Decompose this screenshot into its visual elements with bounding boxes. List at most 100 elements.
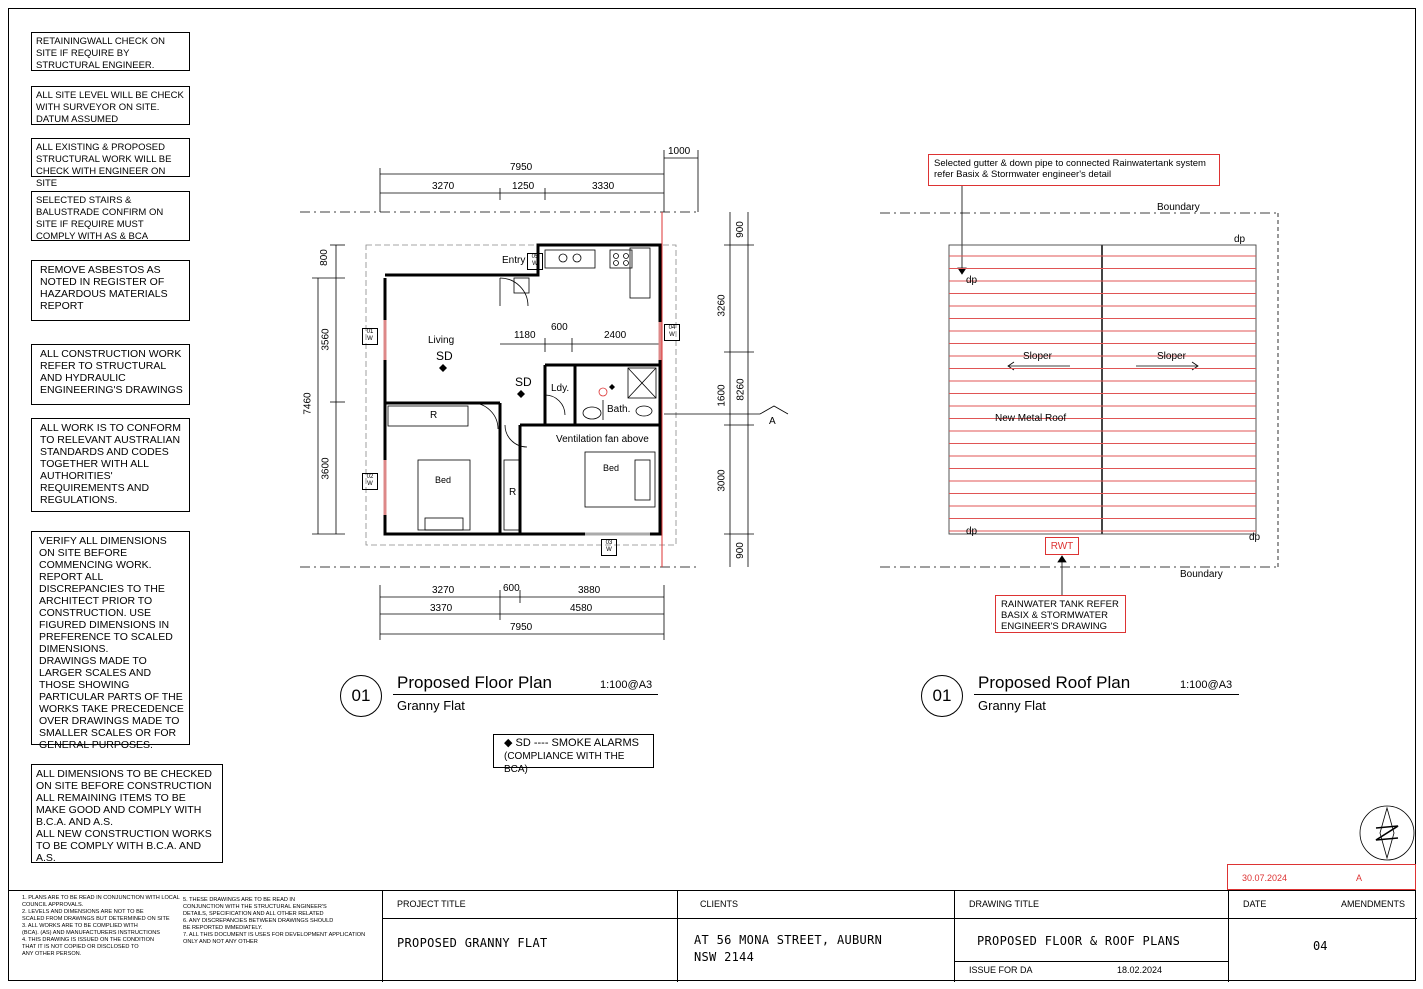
smoke-alarm-legend: ◆ SD ---- SMOKE ALARMS (COMPLIANCE WITH …: [493, 734, 654, 775]
general-notes-right: 5. THESE DRAWINGS ARE TO BE READ IN CONJ…: [183, 897, 366, 945]
roof-plan-number: 01: [921, 675, 963, 717]
issue-label: ISSUE FOR DA: [969, 965, 1033, 975]
boundary-bottom-label: Boundary: [1180, 569, 1223, 580]
room-bed-1: Bed: [435, 475, 452, 485]
dim-internal-a: 1180: [514, 330, 536, 341]
roof-plan-drawing: [880, 186, 1280, 596]
title-block: 1. PLANS ARE TO BE READ IN CONJUNCTION W…: [8, 890, 1417, 982]
north-arrow-icon: [1359, 805, 1415, 861]
amendments-head: AMENDMENTS: [1341, 899, 1406, 909]
client-address-line2: NSW 2144: [694, 950, 755, 964]
dim-top-ext: 1000: [668, 146, 691, 157]
note-structural-work: ALL EXISTING & PROPOSED STRUCTURAL WORK …: [31, 138, 190, 189]
roof-plan-title: Proposed Roof Plan: [978, 673, 1131, 692]
date-cell: DATE AMENDMENTS 04: [1228, 891, 1417, 982]
drawing-head: DRAWING TITLE: [969, 899, 1040, 909]
floor-plan-subtitle: Granny Flat: [397, 698, 465, 713]
dim-left-b: 3600: [320, 457, 332, 480]
floor-plan-scale: 1:100@A3: [600, 679, 653, 691]
smoke-alarm-living: SD: [436, 349, 453, 363]
downpipe-bl: dp: [966, 526, 978, 537]
note-standards: ALL WORK IS TO CONFORM TO RELEVANT AUSTR…: [31, 418, 190, 512]
robe-1: R: [430, 410, 438, 421]
roof-plan-title-rule: [974, 694, 1239, 695]
floor-plan-number: 01: [340, 675, 382, 717]
downpipe-br: dp: [1249, 532, 1261, 543]
dim-left-top: 800: [318, 249, 330, 266]
room-living: Living: [428, 335, 455, 346]
dim-right-a: 3260: [716, 294, 728, 317]
roof-plan-subtitle: Granny Flat: [978, 698, 1046, 713]
drawing-title: PROPOSED FLOOR & ROOF PLANS: [977, 934, 1181, 948]
dim-top-overall: 7950: [510, 162, 533, 173]
note-site-level: ALL SITE LEVEL WILL BE CHECK WITH SURVEY…: [31, 86, 190, 125]
dim-bottom-overall: 7950: [510, 622, 533, 633]
rainwater-tank-note: RAINWATER TANK REFER BASIX & STORMWATER …: [995, 595, 1126, 633]
slope-right-label: Sloper: [1157, 351, 1186, 362]
dim-right-b: 1600: [716, 384, 728, 407]
roof-material-label: New Metal Roof: [995, 413, 1067, 424]
dim-right-overall: 8260: [735, 378, 747, 401]
note-construction: ALL CONSTRUCTION WORK REFER TO STRUCTURA…: [31, 344, 190, 405]
smoke-alarm-hall: SD: [515, 375, 532, 389]
dim-left-a: 3560: [320, 328, 332, 351]
revision-letter: A: [1356, 873, 1363, 883]
room-entry: Entry: [502, 255, 526, 266]
room-laundry: Ldy.: [551, 383, 570, 394]
rainwater-tank-tag: RWT: [1045, 537, 1079, 555]
general-notes-left: 1. PLANS ARE TO BE READ IN CONJUNCTION W…: [22, 895, 180, 957]
downpipe-tl: dp: [966, 275, 978, 286]
floor-plan-title-rule: [393, 694, 658, 695]
downpipe-tr: dp: [1234, 234, 1246, 245]
issue-date: 18.02.2024: [1117, 965, 1163, 975]
date-head: DATE: [1243, 899, 1267, 909]
dim-bottom-b1: 3370: [430, 603, 453, 614]
room-bed-2: Bed: [603, 463, 620, 473]
floor-plan-title: Proposed Floor Plan: [397, 673, 552, 692]
revision-row: 30.07.2024 A: [1227, 864, 1416, 890]
dim-right-top: 900: [734, 221, 746, 238]
dim-bottom-a2: 600: [503, 583, 520, 594]
dim-internal-c: 2400: [604, 330, 627, 341]
note-checks: ALL DIMENSIONS TO BE CHECKED ON SITE BEF…: [31, 764, 223, 864]
client-address-line1: AT 56 MONA STREET, AUBURN: [694, 933, 883, 947]
roof-plan-scale: 1:100@A3: [1180, 679, 1233, 691]
project-title: PROPOSED GRANNY FLAT: [397, 936, 548, 950]
sheet-number: 04: [1313, 939, 1328, 953]
ventilation-note: Ventilation fan above: [556, 434, 649, 445]
dim-right-c: 3000: [716, 469, 728, 492]
note-asbestos: REMOVE ASBESTOS AS NOTED IN REGISTER OF …: [31, 260, 190, 321]
project-cell: PROJECT TITLE PROPOSED GRANNY FLAT: [382, 891, 678, 982]
gutter-note: Selected gutter & down pipe to connected…: [928, 154, 1220, 186]
dim-bottom-b2: 4580: [570, 603, 593, 614]
project-head: PROJECT TITLE: [397, 899, 466, 909]
legend-diamond-icon: ◆: [504, 737, 516, 749]
slope-left-label: Sloper: [1023, 351, 1052, 362]
dim-internal-b: 600: [551, 322, 568, 333]
dim-bottom-a3: 3880: [578, 585, 601, 596]
floor-plan-drawing: [300, 150, 789, 640]
dim-right-bottom: 900: [734, 542, 746, 559]
dim-top-b: 1250: [512, 181, 535, 192]
note-stairs: SELECTED STAIRS & BALUSTRADE CONFIRM ON …: [31, 191, 190, 242]
revision-date: 30.07.2024: [1242, 873, 1288, 883]
robe-2: R: [509, 487, 517, 498]
clients-cell: CLIENTS AT 56 MONA STREET, AUBURN NSW 21…: [677, 891, 955, 982]
dim-left-overall: 7460: [302, 392, 314, 415]
clients-head: CLIENTS: [700, 899, 739, 909]
section-marker: A: [769, 416, 776, 427]
dim-bottom-a1: 3270: [432, 585, 455, 596]
note-retaining-wall: RETAININGWALL CHECK ON SITE IF REQUIRE B…: [31, 32, 190, 71]
note-dimensions: VERIFY ALL DIMENSIONS ON SITE BEFORE COM…: [31, 531, 190, 751]
boundary-top-label: Boundary: [1157, 202, 1200, 213]
drawing-cell: DRAWING TITLE PROPOSED FLOOR & ROOF PLAN…: [954, 891, 1229, 982]
drawing-sheet: [8, 8, 1416, 981]
dim-top-c: 3330: [592, 181, 615, 192]
room-bath: Bath.: [607, 404, 631, 415]
dim-top-a: 3270: [432, 181, 455, 192]
